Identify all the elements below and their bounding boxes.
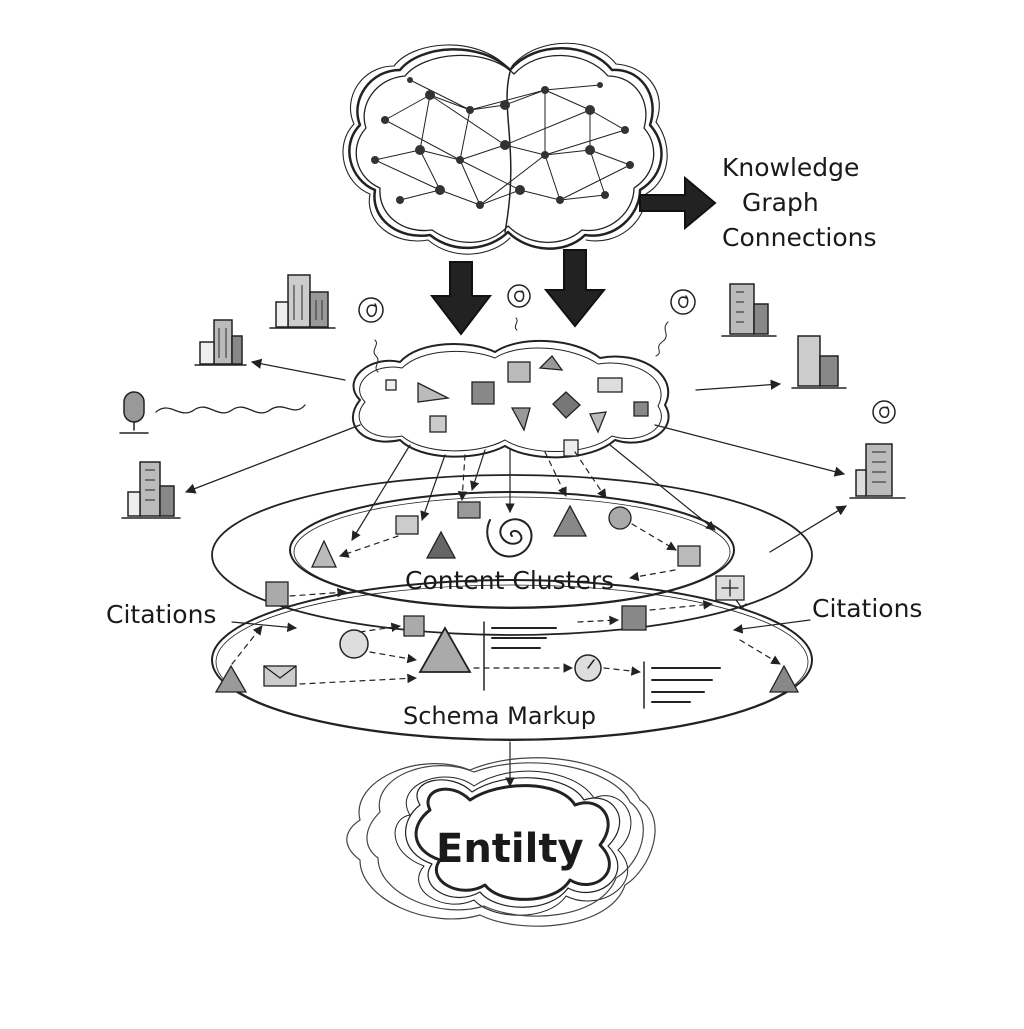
arrow-right-icon [639, 175, 717, 231]
citations-right-label: Citations [812, 594, 923, 623]
entity-cloud-icon [346, 757, 656, 927]
connector-arrows [185, 358, 847, 787]
at-sign-icon [872, 400, 896, 424]
knowledge-graph-label-line-1: Knowledge [722, 153, 860, 182]
brain-network-icon [342, 42, 668, 255]
knowledge-graph-label-line-3: Connections [722, 223, 877, 252]
building-icon [121, 461, 181, 519]
content-clusters-ring [289, 491, 735, 609]
content-clusters-label: Content Clusters [405, 566, 615, 595]
building-icon [194, 319, 247, 366]
building-icon [791, 335, 847, 389]
schema-markup-ring [211, 575, 813, 741]
entity-label: Entilty [436, 826, 584, 872]
at-sign-icon [507, 284, 531, 331]
content-cloud-icon [351, 339, 670, 459]
microphone-icon [119, 391, 306, 434]
building-icon [721, 283, 777, 337]
at-sign-icon [655, 289, 696, 357]
at-sign-icon [358, 297, 384, 373]
knowledge-graph-label: Knowledge Graph Connections [722, 150, 876, 255]
building-icon [269, 274, 336, 329]
schema-markup-label: Schema Markup [403, 702, 597, 730]
building-icon [849, 443, 906, 499]
spiral-icon [486, 518, 533, 558]
citations-ring [211, 474, 813, 636]
citations-left-label: Citations [106, 600, 217, 629]
knowledge-graph-label-line-2: Graph [742, 188, 819, 217]
arrow-down-right-icon [543, 249, 607, 328]
arrow-down-left-icon [429, 261, 493, 336]
